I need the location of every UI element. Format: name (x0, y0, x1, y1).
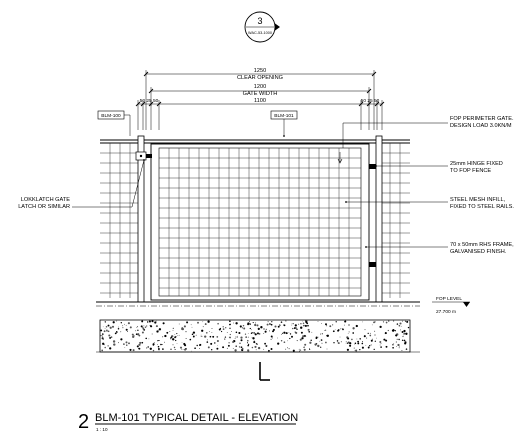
fop-level-label: FOP LEVEL (436, 296, 462, 302)
tag-center-label: BLM-101 (274, 113, 294, 119)
right-post (375, 135, 383, 303)
left-post (137, 135, 145, 303)
gate-mesh (159, 148, 361, 296)
tag-left-label: BLM-100 (101, 113, 121, 119)
drawing-title-block: 2 BLM-101 TYPICAL DETAIL - ELEVATION 1 :… (78, 411, 298, 433)
right-fence-mesh (382, 143, 410, 298)
title-number: 2 (78, 411, 89, 433)
note-right-1-line2: DESIGN LOAD 3.0KN/M (450, 123, 512, 129)
note-right-4-line1: 70 x 50mm RHS FRAME, (450, 242, 514, 248)
tag-left[interactable]: BLM-100 (97, 110, 131, 136)
gate-frame-outer (150, 143, 370, 301)
dimension-overall-label: CLEAR OPENING (237, 75, 283, 81)
note-left-1-line2: LATCH OR SIMILAR (18, 204, 70, 210)
section-marker[interactable]: 3 WAC-53-1000 (244, 11, 280, 43)
dimension-overall: 1250 CLEAR OPENING (143, 68, 377, 130)
gate-frame-inner (158, 147, 362, 297)
notes-left: LOKKLATCH GATE LATCH OR SIMILAR (18, 159, 145, 210)
ground-section (96, 301, 420, 353)
gate-latch (135, 151, 152, 161)
dimension-inner-left-offsets: 50 25 50 (140, 98, 159, 104)
tag-center[interactable]: BLM-101 (270, 110, 298, 137)
note-right-4-line2: GALVANISED FINISH. (450, 249, 507, 255)
dimension-gate-width-value: 1200 (254, 84, 266, 90)
hinge-lower (369, 262, 376, 267)
notes-right: FOP PERIMETER GATE. DESIGN LOAD 3.0KN/M … (342, 116, 514, 255)
title-text: BLM-101 TYPICAL DETAIL - ELEVATION (95, 412, 298, 424)
dimension-inner-value: 1100 (254, 98, 266, 104)
concrete-aggregate (100, 320, 410, 352)
dimension-inner: 1100 50 25 50 50 25 50 (135, 98, 385, 130)
fence-elevation (100, 135, 410, 303)
hinge-upper (369, 164, 376, 169)
section-marker-number: 3 (257, 16, 262, 26)
section-marker-reference: WAC-53-1000 (248, 31, 272, 35)
left-fence-mesh (100, 143, 138, 298)
title-scale: 1 : 10 (96, 427, 108, 432)
note-left-1-line1: LOKKLATCH GATE (21, 197, 70, 203)
fop-level-marker: FOP LEVEL 27.700 m (432, 296, 470, 315)
dimension-inner-right-offsets: 50 25 50 (361, 98, 380, 104)
dimension-gate-width-label: GATE WIDTH (243, 91, 278, 97)
note-right-1-line1: FOP PERIMETER GATE. (450, 116, 514, 122)
fop-level-value: 27.700 m (436, 309, 456, 315)
dimension-gate-width: 1200 GATE WIDTH (148, 84, 372, 130)
note-right-2-line1: 25mm HINGE FIXED (450, 161, 503, 167)
dimension-overall-value: 1250 (254, 68, 266, 74)
note-right-2-line2: TO FOP FENCE (450, 168, 491, 174)
section-break-mark (259, 362, 270, 381)
note-right-3-line2: FIXED TO STEEL RAILS. (450, 204, 514, 210)
note-right-3-line1: STEEL MESH INFILL, (450, 197, 506, 203)
